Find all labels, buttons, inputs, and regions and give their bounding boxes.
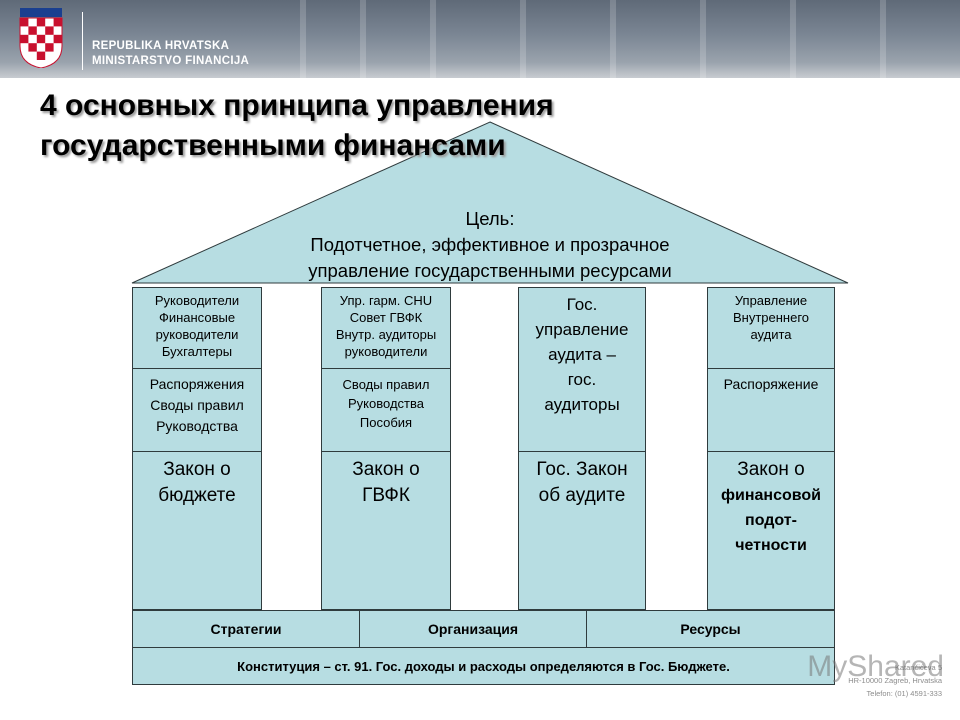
ministry-divider — [82, 12, 83, 70]
pillar-2-bottom: Закон о ГВФК — [321, 451, 451, 610]
watermark-brand: MyShared — [807, 650, 944, 683]
foundation-bar-strategies: Стратегии — [132, 610, 360, 648]
pillar-1-middle-line: Распоряжения — [149, 376, 245, 392]
pillar-1-top-line: руководители — [155, 327, 239, 342]
pillar-4-top-line: Внутреннего — [732, 310, 810, 325]
pillar-3-bottom-line: Гос. Закон — [536, 459, 628, 480]
pillar-2-middle-line: Своды правил — [342, 377, 430, 392]
pillar-1-top-line: Финансовые — [158, 310, 236, 325]
pillar-3-bottom: Гос. Закон об аудите — [518, 451, 646, 610]
pillar-2-middle: Своды правил Руководства Пособия — [321, 368, 451, 452]
pillar-4-middle: Распоряжение — [707, 368, 835, 452]
watermark-address-line1: Katančićeva 5 — [894, 663, 942, 672]
pillar-2-top-line: руководители — [344, 344, 428, 359]
pillar-3-top-line: гос. — [567, 370, 597, 389]
pillar-2-middle-line: Пособия — [359, 415, 413, 430]
pillar-3-top-line: аудита – — [548, 345, 616, 364]
pillar-2-middle-line: Руководства — [348, 396, 424, 411]
pillar-2-bottom-line: Закон о — [352, 459, 420, 480]
pillar-1-top-line: Бухгалтеры — [161, 344, 233, 359]
goal-label: Цель: — [465, 208, 515, 229]
pillar-1-top: Руководители Финансовые руководители Бух… — [132, 287, 262, 369]
watermark-address-line2: HR-10000 Zagreb, Hrvatska — [848, 676, 942, 685]
slide-title-line1: 4 основных принципа управления — [40, 89, 554, 122]
pillar-1-bottom: Закон о бюджете — [132, 451, 262, 610]
pillar-3-top-line: аудиторы — [544, 395, 620, 414]
header-banner — [0, 0, 960, 78]
slide-title-line2: государственными финансами — [40, 129, 506, 162]
foundation-base-constitution: Конституция – ст. 91. Гос. доходы и расх… — [132, 647, 835, 685]
pillar-1-bottom-line: бюджете — [158, 485, 236, 506]
pillar-4-bottom-line: Закон о — [737, 459, 805, 480]
pillar-2-top-line: Упр. гарм. CHU — [339, 293, 433, 308]
pillar-2-top: Упр. гарм. CHU Совет ГВФК Внутр. аудитор… — [321, 287, 451, 369]
pillar-4-middle-line: Распоряжение — [723, 376, 819, 392]
pillar-4-bottom: Закон о финансовой подот- четности — [707, 451, 835, 610]
pillar-3-top-line: Гос. — [566, 295, 598, 314]
ministry-name-line1: REPUBLIKA HRVATSKA — [92, 40, 230, 52]
slide-title: 4 основных принципа управления государст… — [40, 86, 920, 166]
foundation-bar-resources: Ресурсы — [586, 610, 835, 648]
pillar-4-top-line: Управление — [734, 293, 808, 308]
pillar-1-middle-line: Своды правил — [150, 397, 244, 413]
pillar-1-middle-line: Руководства — [156, 418, 238, 434]
pillar-2-top-line: Совет ГВФК — [349, 310, 423, 325]
watermark-phone: Telefon: (01) 4591-333 — [866, 689, 942, 698]
pillar-3-top-line: управление — [535, 320, 629, 339]
pillar-2-top-line: Внутр. аудиторы — [335, 327, 437, 342]
pillar-4-bottom-bold-line: подот- — [745, 512, 797, 529]
pillar-4-bottom-bold-line: четности — [735, 537, 807, 554]
croatia-crest-logo — [19, 8, 63, 68]
roof-goal-text: Цель: Подотчетное, эффективное и прозрач… — [230, 206, 750, 284]
pillar-1-top-line: Руководители — [154, 293, 240, 308]
pillar-3-bottom-line: об аудите — [538, 485, 626, 506]
pillar-1-middle: Распоряжения Своды правил Руководства — [132, 368, 262, 452]
pillar-4-top: Управление Внутреннего аудита — [707, 287, 835, 369]
ministry-name-line2: MINISTARSTVO FINANCIJA — [92, 55, 250, 67]
foundation-bar-organization: Организация — [359, 610, 587, 648]
goal-line1: Подотчетное, эффективное и прозрачное — [310, 234, 670, 255]
goal-line2: управление государственными ресурсами — [308, 260, 672, 281]
pillar-3-top: Гос. управление аудита – гос. аудиторы — [518, 287, 646, 452]
pillar-2-bottom-line: ГВФК — [362, 485, 410, 506]
pillar-4-top-line: аудита — [750, 327, 792, 342]
pillar-4-bottom-bold-line: финансовой — [721, 487, 821, 504]
pillar-1-bottom-line: Закон о — [163, 459, 231, 480]
